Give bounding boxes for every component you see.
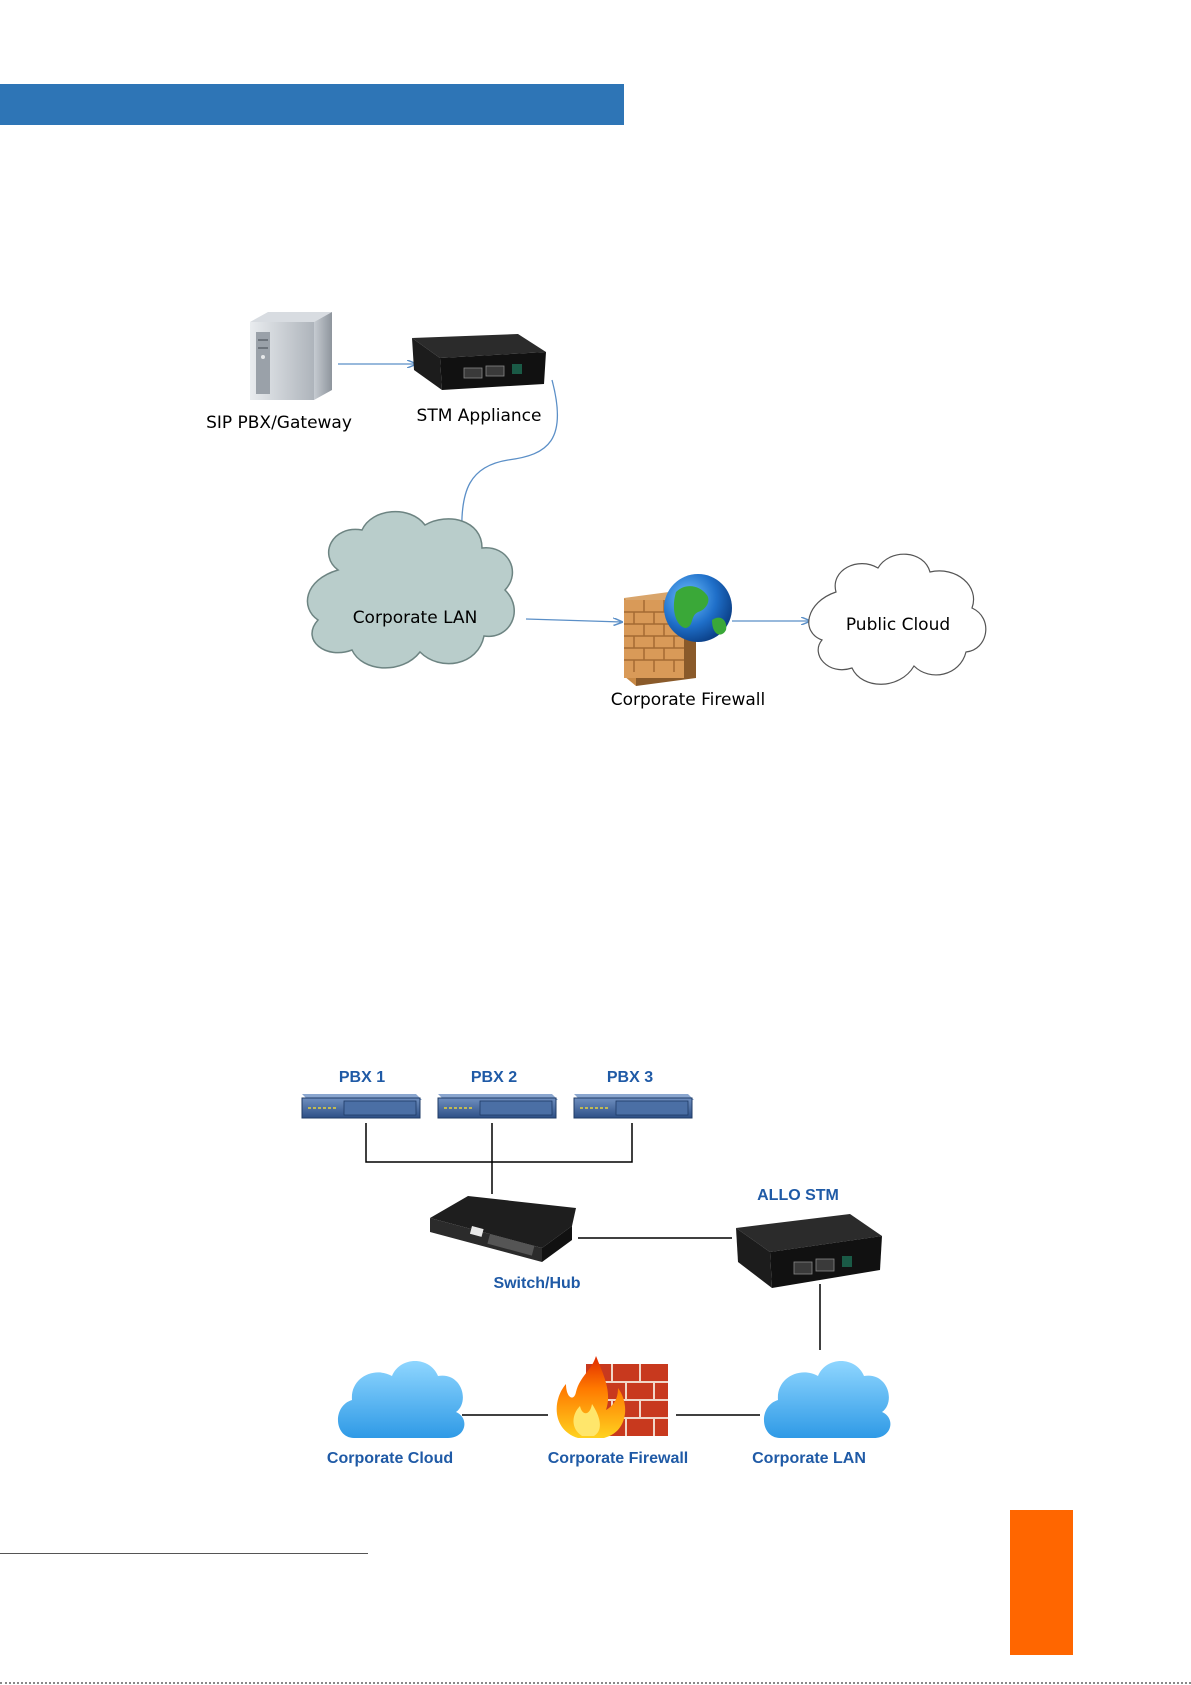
label-pbx-3: PBX 3 bbox=[607, 1069, 653, 1086]
arrow-stm-to-lan bbox=[462, 380, 558, 536]
blue-cloud-icon bbox=[338, 1361, 464, 1438]
label-pbx-1: PBX 1 bbox=[339, 1069, 385, 1086]
label-corporate-firewall-2: Corporate Firewall bbox=[548, 1450, 688, 1467]
label-corporate-lan-2: Corporate LAN bbox=[752, 1450, 866, 1467]
label-corporate-cloud: Corporate Cloud bbox=[327, 1450, 453, 1467]
network-switch-icon bbox=[430, 1196, 576, 1262]
cloud-icon bbox=[307, 512, 514, 668]
stm-appliance-icon bbox=[412, 334, 546, 390]
label-allo-stm: ALLO STM bbox=[757, 1187, 839, 1204]
stm-appliance-icon bbox=[736, 1214, 882, 1288]
label-pbx-2: PBX 2 bbox=[471, 1069, 517, 1086]
globe-icon bbox=[664, 574, 732, 642]
label-corporate-lan: Corporate LAN bbox=[353, 608, 478, 628]
label-stm-appliance: STM Appliance bbox=[417, 406, 542, 426]
blue-cloud-icon bbox=[764, 1361, 890, 1438]
label-switch-hub: Switch/Hub bbox=[493, 1275, 580, 1292]
rack-server-icon bbox=[438, 1094, 558, 1118]
server-tower-icon bbox=[250, 312, 332, 400]
footnote-separator bbox=[0, 1553, 368, 1554]
label-public-cloud: Public Cloud bbox=[846, 615, 950, 635]
label-corporate-firewall: Corporate Firewall bbox=[611, 690, 766, 710]
page-number-tab bbox=[1010, 1510, 1073, 1655]
rack-server-icon bbox=[574, 1094, 694, 1118]
pbx-connection-lines bbox=[366, 1123, 632, 1194]
fire-firewall-icon bbox=[557, 1356, 668, 1438]
label-sip-pbx: SIP PBX/Gateway bbox=[206, 413, 352, 433]
rack-server-icon bbox=[302, 1094, 422, 1118]
arrow-lan-to-firewall bbox=[526, 619, 622, 622]
bottom-dotted-border bbox=[0, 1682, 1191, 1684]
